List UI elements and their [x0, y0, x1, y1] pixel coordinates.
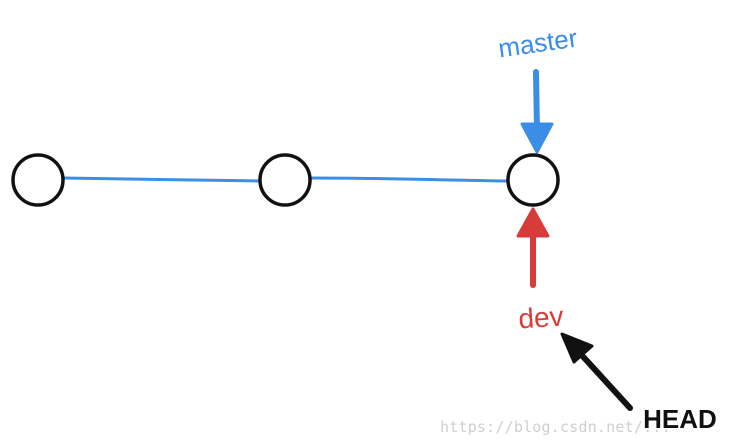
master-label: master: [496, 23, 579, 64]
commit-node-1: [11, 153, 65, 207]
dev-arrow: [516, 207, 550, 288]
head-label: HEAD: [643, 404, 717, 434]
commit-edge-1-2: [61, 176, 262, 183]
dev-label: dev: [517, 300, 564, 334]
watermark: https://blog.csdn.net/...: [440, 418, 671, 436]
commit-edge-2-3: [309, 176, 510, 183]
commit-node-3: [506, 153, 560, 207]
commit-node-2: [258, 153, 312, 207]
head-arrow: [560, 332, 633, 411]
master-arrow: [520, 69, 554, 154]
